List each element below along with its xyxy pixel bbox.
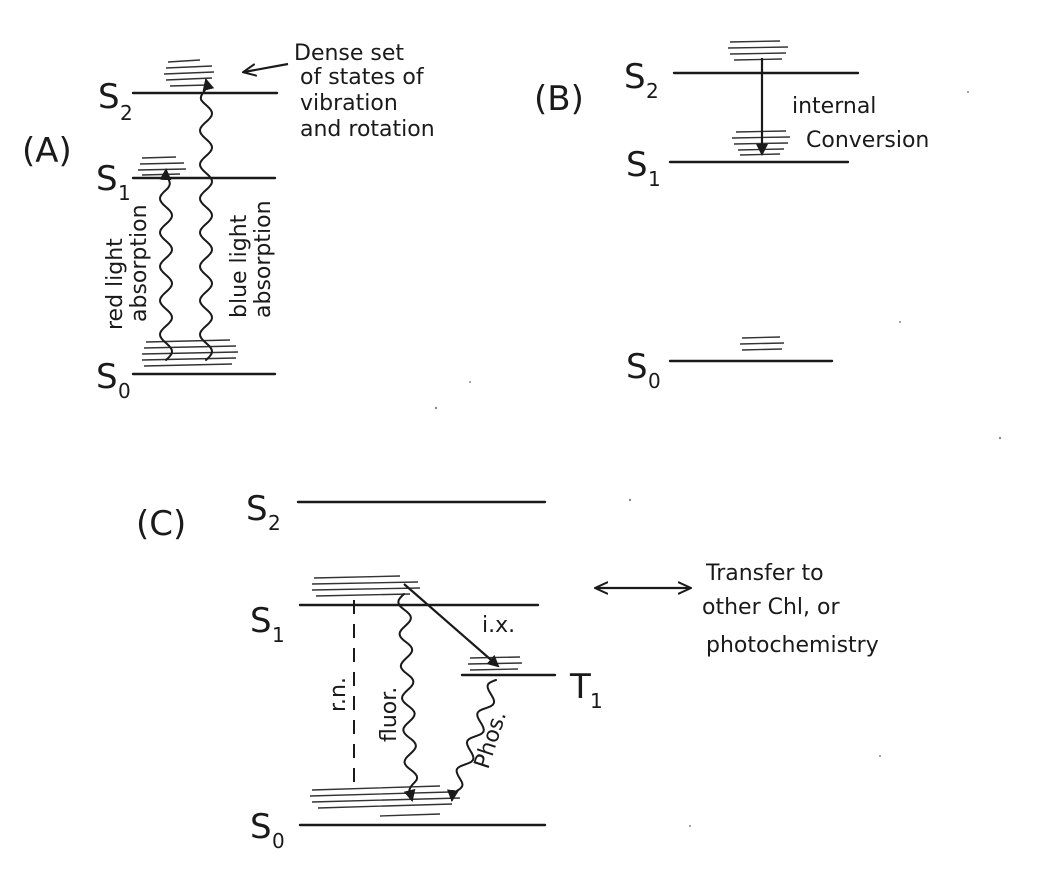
scan-speckles: [434, 91, 1002, 827]
red-absorption-wave: [159, 168, 173, 361]
panel-c-s1-subscript: 1: [272, 623, 285, 647]
svg-text:vibration: vibration: [300, 91, 398, 116]
panel-c-t1-label: T: [569, 667, 591, 707]
panel-b-s2-subscript: 2: [646, 79, 659, 103]
panel-b-label: (B): [534, 79, 584, 119]
panel-b-s0-subscript: 0: [648, 369, 661, 393]
panel-c-s0-vibrational-states: [309, 785, 461, 817]
svg-text:Dense set: Dense set: [294, 41, 404, 66]
panel-c-label: (C): [136, 504, 186, 544]
panel-c-s0-label: S: [250, 807, 272, 847]
panel-a-s0-label: S: [96, 357, 118, 397]
panel-a: (A) S 2 S 1 S 0 red light absorption: [22, 41, 435, 403]
svg-text:photochemistry: photochemistry: [706, 633, 879, 658]
radiationless-label: r.n.: [326, 677, 351, 712]
svg-text:blue light: blue light: [227, 214, 252, 318]
fluorescence-label: fluor.: [377, 687, 402, 742]
panel-a-s2-subscript: 2: [120, 101, 133, 125]
transfer-note: Transfer to other Chl, or photochemistry: [702, 561, 879, 658]
panel-b: (B) S 2 S 1 S 0 internal Conversion: [534, 40, 929, 393]
red-absorption-label: red light absorption: [103, 204, 152, 330]
panel-c-s2-subscript: 2: [268, 511, 281, 535]
panel-a-s0-subscript: 0: [118, 379, 131, 403]
svg-text:fluor.: fluor.: [377, 687, 402, 742]
intersystem-crossing-label: i.x.: [482, 613, 515, 638]
panel-b-s1-subscript: 1: [648, 167, 661, 191]
panel-c: (C) S 2 S 1 T 1 S 0 r.n. fluor.: [136, 489, 879, 853]
panel-c-s0-subscript: 0: [272, 829, 285, 853]
intersystem-crossing-arrow: [403, 583, 500, 668]
svg-text:Phos.: Phos.: [470, 708, 512, 772]
panel-b-s2-vibrational-states: [727, 40, 789, 61]
svg-text:and rotation: and rotation: [300, 117, 435, 142]
panel-a-s2-vibrational-states: [163, 59, 215, 87]
svg-text:internal: internal: [792, 94, 876, 119]
blue-absorption-wave: [199, 78, 215, 361]
svg-text:absorption: absorption: [127, 204, 152, 322]
dense-states-pointer-arrow: [244, 62, 289, 72]
panel-a-s2-label: S: [98, 77, 120, 117]
phosphorescence-wave: [446, 679, 497, 802]
panel-c-s1-vibrational-states: [311, 575, 421, 597]
svg-text:absorption: absorption: [251, 200, 276, 318]
svg-text:Conversion: Conversion: [806, 128, 929, 153]
panel-b-s0-label: S: [626, 347, 648, 387]
fluorescence-wave: [397, 593, 419, 802]
panel-a-s0-vibrational-states: [141, 339, 239, 367]
panel-b-s2-label: S: [624, 57, 646, 97]
panel-b-s0-vibrational-states: [739, 336, 785, 351]
svg-text:other Chl, or: other Chl, or: [702, 595, 840, 620]
phosphorescence-label: Phos.: [470, 708, 512, 772]
panel-a-label: (A): [22, 131, 72, 171]
panel-a-s1-subscript: 1: [118, 181, 131, 205]
internal-conversion-label: internal Conversion: [792, 94, 929, 153]
panel-a-s1-label: S: [96, 159, 118, 199]
svg-text:red light: red light: [103, 238, 128, 330]
panel-b-s1-label: S: [626, 145, 648, 185]
svg-text:Transfer to: Transfer to: [705, 561, 824, 586]
panel-c-s2-label: S: [246, 489, 268, 529]
panel-c-s1-label: S: [250, 601, 272, 641]
panel-a-s1-vibrational-states: [137, 156, 187, 176]
panel-c-t1-subscript: 1: [590, 689, 603, 713]
blue-absorption-label: blue light absorption: [227, 200, 276, 318]
svg-text:of states of: of states of: [300, 65, 425, 90]
svg-text:r.n.: r.n.: [326, 677, 351, 712]
dense-states-note: Dense set of states of vibration and rot…: [294, 41, 435, 142]
